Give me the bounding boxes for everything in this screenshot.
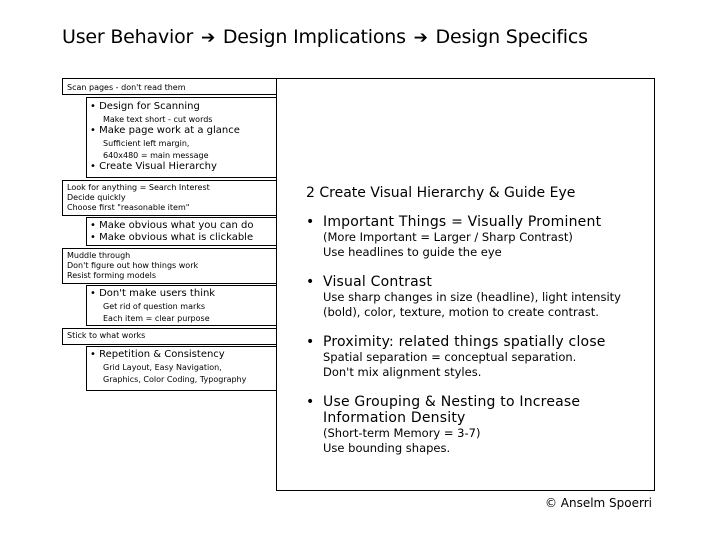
list-item-label: Make page work at a glance bbox=[99, 125, 240, 136]
bullet-icon: • bbox=[306, 274, 315, 290]
list-item: • bbox=[306, 334, 314, 350]
bullet-icon: • bbox=[306, 394, 315, 410]
bullet-icon: • bbox=[90, 232, 96, 243]
panel-bullet-sub: Use sharp changes in size (headline), li… bbox=[323, 290, 621, 304]
list-item-label: Repetition & Consistency bbox=[99, 349, 225, 360]
list-item-sub: Get rid of question marks bbox=[103, 302, 206, 311]
title-design-specifics: Design Specifics bbox=[435, 26, 588, 48]
list-item: • Make page work at a glance bbox=[90, 125, 240, 137]
panel-heading: 2 Create Visual Hierarchy & Guide Eye bbox=[306, 185, 576, 201]
panel-bullet-sub: (More Important = Larger / Sharp Contras… bbox=[323, 230, 573, 244]
panel-bullet-sub: Use headlines to guide the eye bbox=[323, 245, 502, 259]
list-item: • Make obvious what you can do bbox=[90, 220, 254, 232]
behavior-search-text: Look for anything = Search Interest bbox=[67, 183, 210, 192]
behavior-scan-text: Scan pages - don't read them bbox=[67, 83, 186, 92]
list-item-sub: 640x480 = main message bbox=[103, 151, 209, 160]
behavior-choose-text: Choose first "reasonable item" bbox=[67, 203, 190, 212]
list-item: • Create Visual Hierarchy bbox=[90, 161, 217, 173]
list-item: • Repetition & Consistency bbox=[90, 349, 225, 361]
behavior-stick-text: Stick to what works bbox=[67, 331, 146, 340]
panel-bullet-sub: Don't mix alignment styles. bbox=[323, 365, 482, 379]
bullet-icon: • bbox=[306, 214, 315, 230]
behavior-decide-text: Decide quickly bbox=[67, 193, 126, 202]
list-item: • Don't make users think bbox=[90, 288, 215, 300]
bullet-icon: • bbox=[90, 161, 96, 172]
panel-bullet-label: Visual Contrast bbox=[323, 274, 433, 290]
behavior-figure-text: Don't figure out how things work bbox=[67, 261, 199, 270]
panel-bullet-sub: Spatial separation = conceptual separati… bbox=[323, 350, 577, 364]
design-specifics-panel bbox=[276, 78, 655, 491]
list-item-sub: Each item = clear purpose bbox=[103, 314, 210, 323]
list-item-label: Design for Scanning bbox=[99, 101, 200, 112]
list-item-sub: Grid Layout, Easy Navigation, bbox=[103, 363, 222, 372]
list-item: • bbox=[306, 214, 314, 230]
panel-bullet-label: Use Grouping & Nesting to Increase bbox=[323, 394, 581, 410]
list-item: • Make obvious what is clickable bbox=[90, 232, 253, 244]
slide-title: User Behavior ➔ Design Implications ➔ De… bbox=[62, 26, 588, 48]
bullet-icon: • bbox=[90, 101, 96, 112]
copyright-text: © Anselm Spoerri bbox=[544, 496, 652, 510]
list-item: • bbox=[306, 394, 314, 410]
list-item-sub: Graphics, Color Coding, Typography bbox=[103, 375, 247, 384]
behavior-scan-box bbox=[62, 78, 277, 95]
behavior-muddle-text: Muddle through bbox=[67, 251, 131, 260]
panel-bullet-sub: (bold), color, texture, motion to create… bbox=[323, 305, 599, 319]
bullet-icon: • bbox=[90, 125, 96, 136]
bullet-icon: • bbox=[306, 334, 315, 350]
list-item-sub: Sufficient left margin, bbox=[103, 139, 190, 148]
panel-bullet-sub: Use bounding shapes. bbox=[323, 441, 451, 455]
implication-obvious-box bbox=[86, 217, 277, 246]
behavior-muddle-box bbox=[62, 248, 277, 284]
list-item-label: Make obvious what you can do bbox=[99, 220, 254, 231]
list-item-label: Make obvious what is clickable bbox=[99, 232, 254, 243]
list-item-label: Create Visual Hierarchy bbox=[99, 161, 217, 172]
implication-consistency-box bbox=[86, 346, 277, 391]
bullet-icon: • bbox=[90, 288, 96, 299]
list-item-sub: Make text short - cut words bbox=[103, 115, 213, 124]
panel-bullet-label: Proximity: related things spatially clos… bbox=[323, 334, 606, 350]
implication-think-box bbox=[86, 285, 277, 326]
panel-bullet-sub: (Short-term Memory = 3-7) bbox=[323, 426, 481, 440]
behavior-search-box bbox=[62, 180, 277, 216]
implication-scanning-box bbox=[86, 97, 277, 178]
list-item: • bbox=[306, 274, 314, 290]
title-design-implications: Design Implications bbox=[222, 26, 406, 48]
behavior-models-text: Resist forming models bbox=[67, 271, 157, 280]
title-user-behavior: User Behavior bbox=[62, 26, 194, 48]
arrow-right-icon: ➔ bbox=[413, 28, 428, 48]
bullet-icon: • bbox=[90, 220, 96, 231]
panel-bullet-label: Important Things = Visually Prominent bbox=[323, 214, 602, 230]
list-item: • Design for Scanning bbox=[90, 101, 200, 113]
bullet-icon: • bbox=[90, 349, 96, 360]
arrow-right-icon: ➔ bbox=[200, 28, 216, 48]
panel-bullet-label: Information Density bbox=[323, 410, 466, 426]
list-item-label: Don't make users think bbox=[99, 288, 216, 299]
behavior-stick-box bbox=[62, 328, 277, 345]
